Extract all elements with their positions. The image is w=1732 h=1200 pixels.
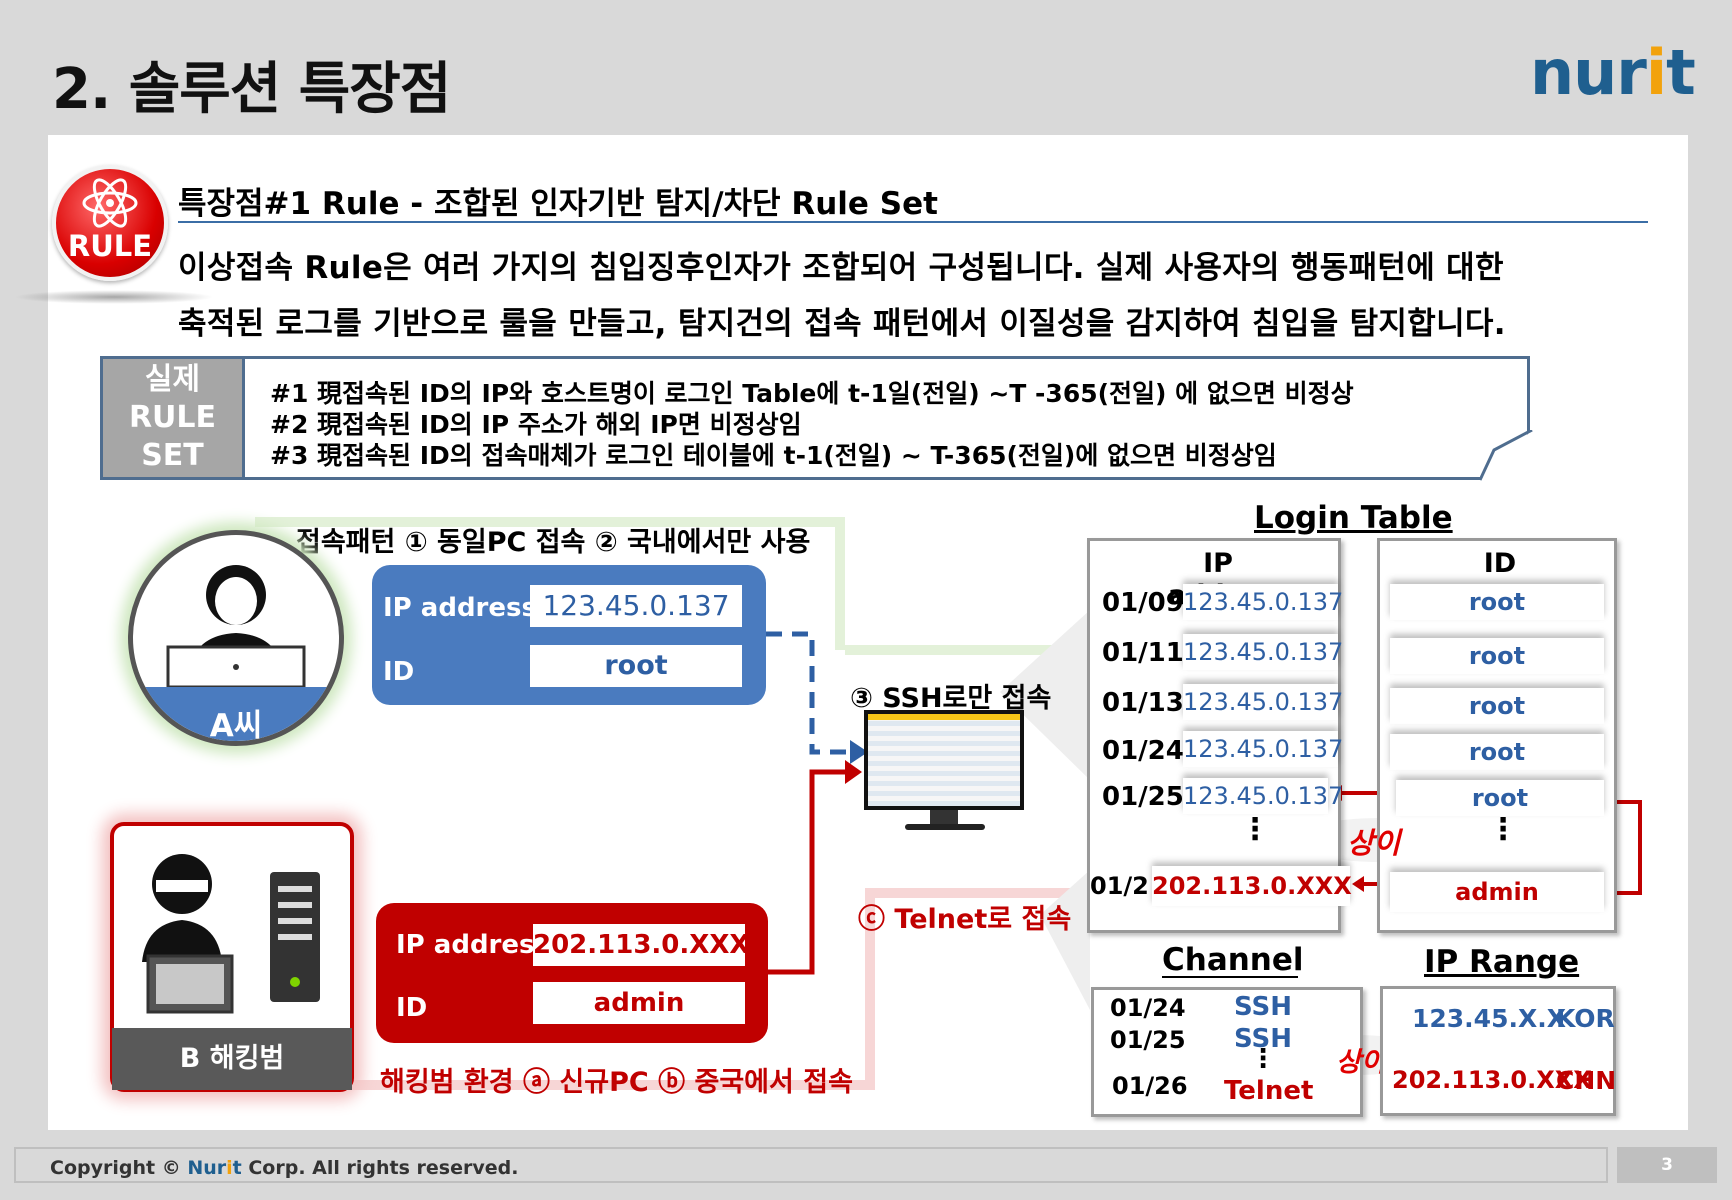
hacker-id-value: admin (533, 982, 745, 1024)
footer-bar (14, 1147, 1608, 1183)
login-row-id: root (1390, 584, 1604, 620)
rule-item-3: #3 現접속된 ID의 접속매체가 로그인 테이블에 t-1(전일) ~ T-3… (270, 441, 1277, 470)
channel-row-date: 01/26 (1112, 1072, 1188, 1100)
ip-range-row-range: 202.113.0.XXX (1392, 1066, 1592, 1094)
login-row-id: root (1390, 638, 1604, 674)
ruleset-label-1: 실제 (144, 362, 201, 397)
login-diff-label: 상이 (1347, 826, 1401, 860)
page-curl-icon (1480, 430, 1533, 481)
footer-copyright-post: Corp. All rights reserved. (241, 1157, 519, 1179)
page-title: 2. 솔루션 특장점 (52, 57, 451, 122)
login-ellipsis-ip: ⋮ (1240, 812, 1270, 847)
user-a-id-value: root (530, 645, 742, 687)
ip-range-row-country: CHN (1556, 1066, 1617, 1095)
monitor-stand (930, 810, 958, 826)
ruleset-label-2: RULE (128, 400, 217, 435)
channel-row-date: 01/24 (1110, 994, 1186, 1022)
login-row-ip: 123.45.0.137 (1183, 684, 1343, 720)
hacker-name: B 해킹범 (112, 1028, 352, 1090)
login-row-ip: 123.45.0.137 (1183, 634, 1343, 670)
user-a-ip-value: 123.45.0.137 (530, 585, 742, 627)
login-last-ip: 202.113.0.XXX (1152, 866, 1352, 906)
login-row-id: root (1396, 780, 1604, 816)
footer-copyright-pre: Copyright © (50, 1157, 188, 1179)
footer-brand-post: t (232, 1157, 242, 1179)
login-row-date: 01/25 (1102, 782, 1184, 812)
ruleset-box (100, 356, 1530, 480)
footer-brand-pre: Nur (187, 1157, 227, 1179)
channel-title: Channel (1162, 942, 1304, 978)
ruleset-label: 실제 RULE SET (103, 359, 245, 477)
login-row-ip: 123.45.0.137 (1183, 731, 1343, 767)
channel-title-underline (1162, 976, 1298, 978)
hacker-env: 해킹범 환경 ⓐ 신규PC ⓑ 중국에서 접속 (380, 1067, 853, 1098)
login-row-date: 01/13 (1102, 688, 1184, 718)
channel-diff-label: 상이 (1336, 1047, 1386, 1078)
rule-badge: RULE (52, 165, 168, 281)
ip-range-row-country: KOR (1556, 1004, 1615, 1033)
user-a-avatar (128, 530, 344, 746)
page-number: 3 (1617, 1147, 1717, 1183)
hacker-ip-label: IP addres (396, 930, 535, 960)
login-row-id: root (1390, 688, 1604, 724)
user-a-name: A씨 (209, 708, 263, 744)
feature-desc-line1: 이상접속 Rule은 여러 가지의 침입징후인자가 조합되어 구성됩니다. 실제… (178, 250, 1504, 286)
server-ssh-label: ③ SSH로만 접속 (850, 683, 1052, 714)
ip-range-row-range: 123.45.X.X (1412, 1004, 1567, 1033)
hacker-icon (142, 854, 320, 1014)
hacker-illustration (120, 832, 344, 1028)
feature-title: 특장점#1 Rule - 조합된 인자기반 탐지/차단 Rule Set (178, 186, 938, 222)
channel-row-date: 01/25 (1110, 1026, 1186, 1054)
ip-range-title: IP Range (1424, 944, 1580, 980)
user-a-id-label: ID (383, 657, 415, 687)
footer-copyright: Copyright © Nurit Corp. All rights reser… (50, 1157, 518, 1179)
ruleset-label-3: SET (141, 438, 204, 473)
atom-icon (82, 178, 138, 228)
login-table-title: Login Table (1254, 500, 1453, 536)
rule-badge-label: RULE (67, 229, 153, 263)
login-last-id: admin (1390, 872, 1604, 912)
login-ellipsis-id: ⋮ (1488, 812, 1518, 847)
feature-desc-line2: 축적된 로그를 기반으로 룰을 만들고, 탐지건의 접속 패턴에서 이질성을 감… (178, 306, 1506, 342)
login-row-id: root (1390, 734, 1604, 770)
login-last-date: 01/2 (1090, 872, 1149, 900)
rule-item-2: #2 現접속된 ID의 IP 주소가 해외 IP면 비정상임 (270, 410, 802, 439)
logo-text-dot: i (1645, 36, 1667, 109)
hacker-ip-value: 202.113.0.XXX (533, 924, 749, 966)
logo-text-pre: nur (1530, 36, 1647, 109)
feature-divider (178, 221, 1648, 223)
login-row-date: 01/24 (1102, 736, 1184, 766)
logo-text-post: t (1666, 36, 1696, 109)
channel-ellipsis: ⋮ (1250, 1044, 1276, 1074)
login-row-date: 01/11 (1102, 638, 1184, 668)
nurit-logo: nurit (1530, 36, 1696, 109)
channel-row-value: SSH (1234, 1024, 1293, 1054)
channel-row-value: SSH (1234, 992, 1293, 1022)
rule-item-1: #1 現접속된 ID의 IP와 호스트명이 로그인 Table에 t-1일(전일… (270, 379, 1354, 408)
login-row-date: 01/09 (1102, 588, 1184, 618)
channel-row-value: Telnet (1218, 1076, 1320, 1106)
hacker-id-label: ID (396, 993, 428, 1023)
user-a-pattern: 접속패턴 ① 동일PC 접속 ② 국내에서만 사용 (296, 527, 811, 558)
ip-range-box (1380, 986, 1616, 1116)
badge-shadow (14, 290, 214, 304)
monitor-icon (864, 710, 1024, 810)
monitor-base (905, 824, 985, 830)
login-row-ip: 123.45.0.137 (1183, 778, 1343, 814)
server-telnet-label: ⓒ Telnet로 접속 (858, 904, 1072, 935)
login-row-ip: 123.45.0.137 (1183, 584, 1343, 620)
user-a-ip-label: IP address (383, 593, 537, 623)
footer-brand-dot: i (226, 1157, 233, 1179)
login-table-id-header: ID (1483, 548, 1517, 579)
